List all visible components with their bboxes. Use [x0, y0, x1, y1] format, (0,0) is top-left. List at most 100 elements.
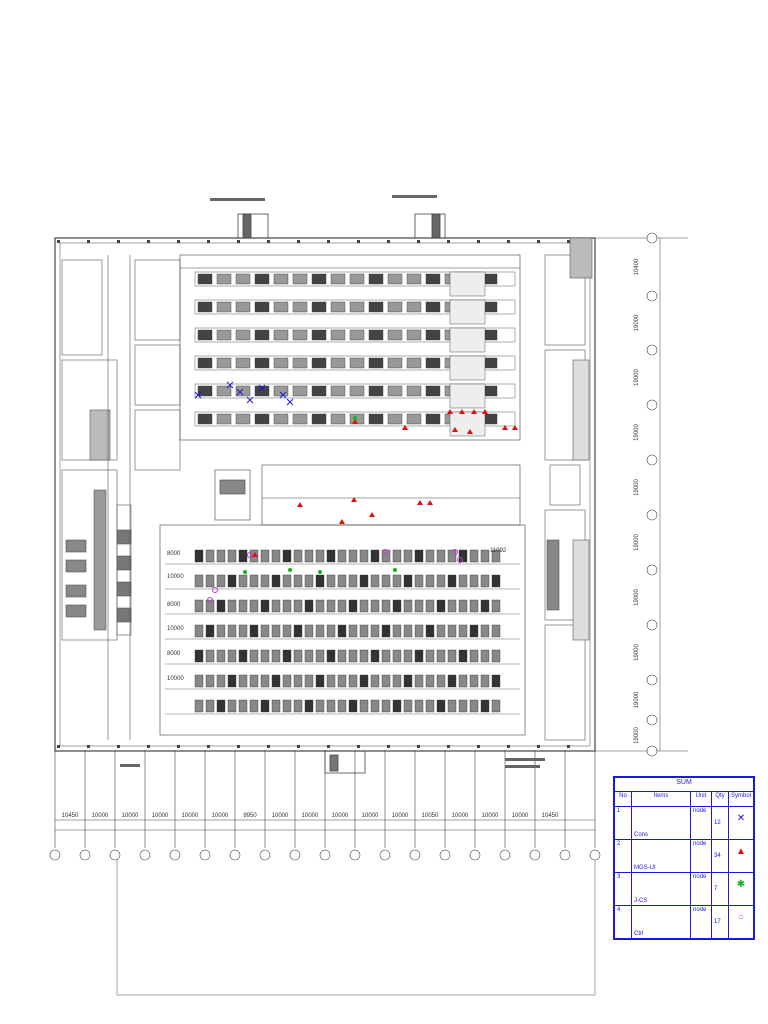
- column-mark: [87, 240, 90, 243]
- grid-axis-bubbles: [49, 750, 601, 861]
- legend-row: 3 J-CS node 7 ✱: [614, 871, 755, 906]
- grid-bubble: [646, 290, 658, 302]
- j-cs-symbol: [243, 570, 247, 574]
- upper-equipment-lines: [194, 271, 516, 437]
- dimension-label: 10450: [542, 813, 559, 819]
- legend-header-symbol: Symbol: [727, 790, 755, 807]
- column-mark: [357, 745, 360, 748]
- legend-item: Ctrl: [631, 904, 691, 940]
- column-mark: [357, 240, 360, 243]
- column-mark: [87, 745, 90, 748]
- grid-bubble: [646, 399, 658, 411]
- grid-bubble: [646, 564, 658, 576]
- column-mark: [207, 240, 210, 243]
- dimension-label: 10000: [92, 813, 109, 819]
- grid-bubble: [589, 849, 601, 861]
- dimension-label: 19000: [634, 314, 640, 331]
- column-mark: [507, 745, 510, 748]
- column-mark: [147, 240, 150, 243]
- mgs-ui-symbol: [512, 425, 518, 430]
- j-cs-symbol: [393, 568, 397, 572]
- legend-unit: node: [689, 838, 712, 873]
- legend-row: 4 Ctrl node 17 ○: [614, 904, 755, 940]
- plan-label: 8000: [167, 651, 181, 657]
- dimension-label: 19000: [634, 588, 640, 605]
- dimension-label: 10000: [512, 813, 529, 819]
- column-mark: [57, 745, 60, 748]
- dimension-label: 10000: [392, 813, 409, 819]
- equipment-row: [165, 699, 520, 715]
- dimension-label: 19000: [634, 726, 640, 743]
- grid-bubble: [646, 454, 658, 466]
- equipment-row: [165, 549, 520, 565]
- column-ticks: [57, 240, 570, 748]
- j-cs-symbol: [318, 570, 322, 574]
- mgs-ui-symbol: [252, 552, 258, 557]
- grid-bubble: [229, 849, 241, 861]
- legend-qty: 12: [710, 805, 729, 840]
- grid-bubble: [259, 849, 271, 861]
- grid-bubble: [469, 849, 481, 861]
- column-mark: [447, 240, 450, 243]
- column-mark: [177, 745, 180, 748]
- equipment-row: [194, 383, 516, 409]
- j-cs-symbol: [288, 568, 292, 572]
- legend-unit: node: [689, 805, 712, 840]
- equipment-row: [194, 299, 516, 325]
- legend-unit: node: [689, 904, 712, 940]
- legend-table: SUM No Items Unit Qty Symbol 1 Cons node…: [613, 776, 755, 940]
- dimension-label: 19000: [634, 478, 640, 495]
- grid-bubble: [79, 849, 91, 861]
- device-symbols: [194, 381, 518, 603]
- dimension-label: 10000: [182, 813, 199, 819]
- legend-qty: 7: [710, 871, 729, 906]
- column-mark: [177, 240, 180, 243]
- equipment-row: [165, 649, 520, 665]
- cons-symbol: [258, 384, 266, 392]
- left-wing-rooms: [61, 255, 181, 740]
- grid-bubble: [529, 849, 541, 861]
- mgs-ui-symbol: [402, 425, 408, 430]
- mgs-ui-symbol: [427, 500, 433, 505]
- column-mark: [117, 240, 120, 243]
- dimension-label: 19000: [634, 423, 640, 440]
- grid-bubble: [169, 849, 181, 861]
- mgs-ui-symbol: [471, 409, 477, 414]
- legend-qty: 17: [710, 904, 729, 940]
- legend-qty: 34: [710, 838, 729, 873]
- column-mark: [327, 745, 330, 748]
- dimension-label: 10000: [302, 813, 319, 819]
- cons-symbol: [194, 391, 202, 399]
- grid-bubble: [409, 849, 421, 861]
- circle-icon: ○: [737, 911, 745, 923]
- dimension-label: 10000: [362, 813, 379, 819]
- ctrl-symbol: [452, 549, 458, 555]
- column-mark: [117, 745, 120, 748]
- grid-bubble: [646, 509, 658, 521]
- dimension-label: 10400: [634, 258, 640, 275]
- ctrl-symbol: [457, 557, 463, 563]
- cons-symbol: [286, 398, 294, 406]
- legend-no: 1: [614, 805, 632, 840]
- mgs-ui-symbol: [467, 429, 473, 434]
- dimension-label: 19000: [634, 533, 640, 550]
- plan-label: 10000: [167, 574, 184, 580]
- grid-bubble: [646, 344, 658, 356]
- column-mark: [387, 745, 390, 748]
- equipment-row: [194, 271, 516, 297]
- plan-label: 8000: [167, 551, 181, 557]
- x-cross-icon: ✕: [736, 812, 746, 824]
- column-mark: [567, 240, 570, 243]
- plan-label: 10000: [167, 676, 184, 682]
- grid-bubble: [499, 849, 511, 861]
- equipment-row: [194, 327, 516, 353]
- column-mark: [417, 745, 420, 748]
- grid-bubble: [379, 849, 391, 861]
- column-mark: [207, 745, 210, 748]
- column-mark: [537, 745, 540, 748]
- column-mark: [477, 745, 480, 748]
- column-mark: [477, 240, 480, 243]
- dimension-label: 9950: [243, 813, 257, 819]
- entrance-blocks: [237, 213, 446, 774]
- column-mark: [297, 745, 300, 748]
